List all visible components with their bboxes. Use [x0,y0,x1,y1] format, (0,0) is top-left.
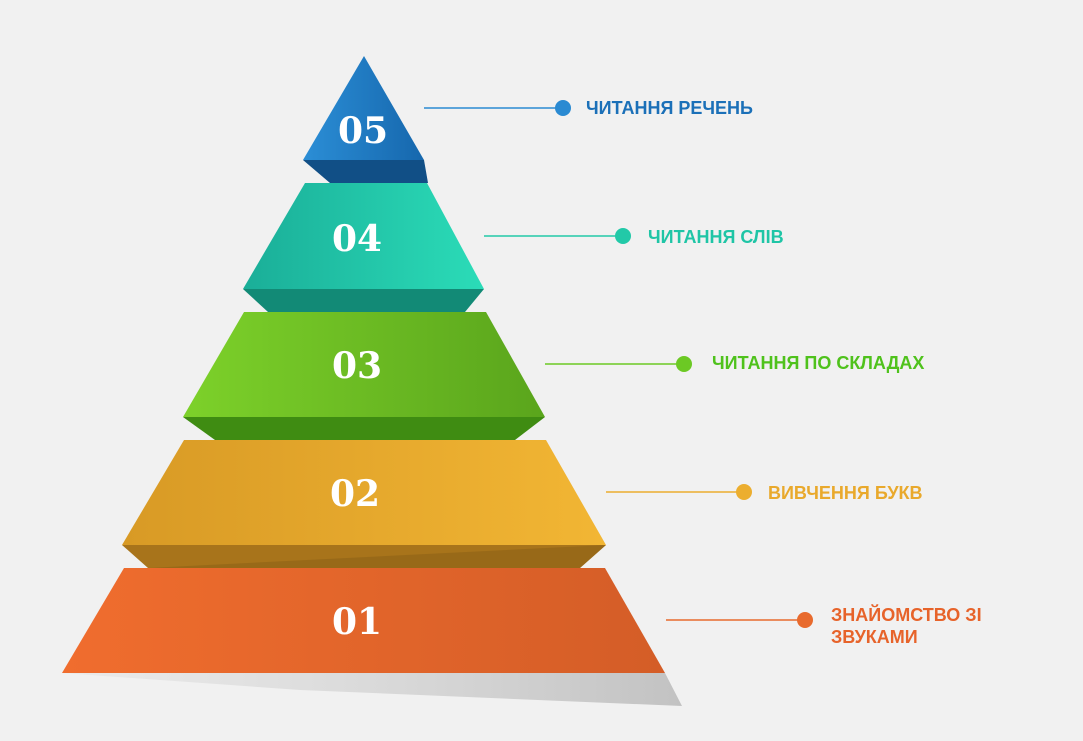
tier-05 [303,56,424,160]
connector-dot-02 [736,484,752,500]
tier-02 [122,440,606,545]
fold-3-2 [183,417,545,440]
fold-2-1-shade [148,545,606,568]
tier-number-02: 02 [330,473,380,515]
connector-dot-01 [797,612,813,628]
tier-04 [243,183,484,289]
tier-number-03: 03 [332,345,382,387]
level-label-04: ЧИТАННЯ СЛІВ [648,227,784,247]
fold-4-3 [243,289,484,312]
level-label-03: ЧИТАННЯ ПО СКЛАДАХ [712,353,925,373]
connector-dot-04 [615,228,631,244]
level-label-01: ЗНАЙОМСТВО ЗІ ЗВУКАМИ [831,605,982,647]
tier-03 [183,312,545,417]
tier-number-01: 01 [332,601,382,643]
fold-5-4 [303,160,428,183]
tier-number-04: 04 [332,218,382,260]
tier-number-05: 05 [338,110,388,152]
level-label-05: ЧИТАННЯ РЕЧЕНЬ [586,98,753,118]
level-label-02: ВИВЧЕННЯ БУКВ [768,483,923,503]
ground-shadow [62,673,682,706]
tier-01 [62,568,665,673]
connector-dot-05 [555,100,571,116]
connector-dot-03 [676,356,692,372]
